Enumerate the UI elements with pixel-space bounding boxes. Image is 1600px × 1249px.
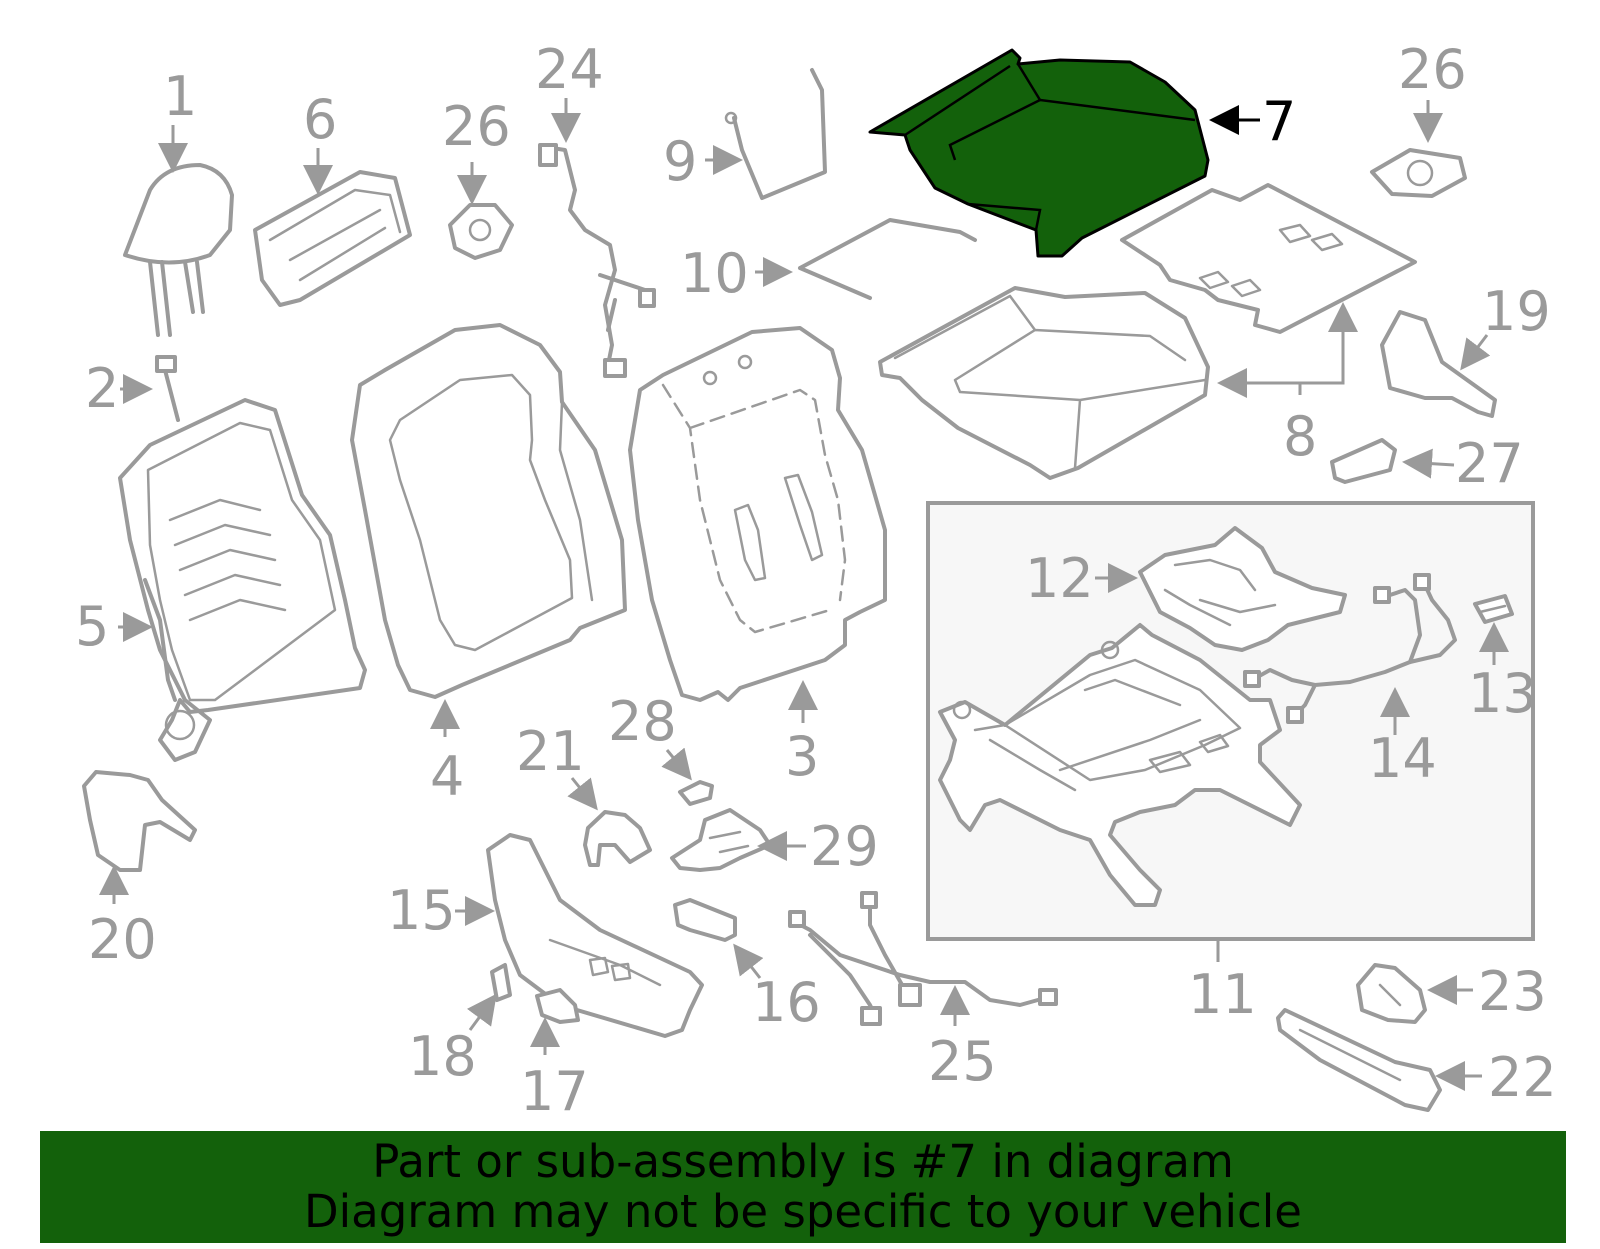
part-22-rail-cover[interactable] — [1276, 1008, 1442, 1112]
callout-18: 18 — [408, 1025, 477, 1088]
part-1-headrest[interactable] — [123, 163, 234, 337]
part-28-clip[interactable] — [678, 780, 714, 806]
callout-12: 12 — [1025, 547, 1094, 610]
callout-29: 29 — [810, 815, 879, 878]
part-4-seatback-cushion[interactable] — [350, 323, 627, 699]
part-7-seat-cushion-pad[interactable] — [868, 48, 1210, 258]
callout-1: 1 — [163, 65, 197, 128]
part-26-motor-left[interactable] — [448, 203, 514, 260]
part-6-back-panel[interactable] — [253, 170, 412, 307]
callout-14: 14 — [1368, 727, 1437, 790]
part-27-clip[interactable] — [1330, 438, 1397, 484]
part-26-motor-right[interactable] — [1370, 148, 1467, 198]
callout-22: 22 — [1488, 1046, 1557, 1109]
part-12-seat-pan[interactable] — [1138, 526, 1347, 652]
part-10-rod[interactable] — [798, 218, 977, 300]
callout-labels: 1 2 3 4 5 6 7 8 9 10 11 12 13 14 15 16 1… — [75, 38, 1557, 1123]
callout-15: 15 — [387, 879, 456, 942]
banner-background — [40, 1131, 1566, 1243]
callout-21: 21 — [516, 720, 585, 783]
banner-line-2: Diagram may not be specific to your vehi… — [304, 1185, 1302, 1238]
part-18-cap[interactable] — [490, 963, 512, 1002]
part-20-bracket[interactable] — [82, 770, 197, 872]
callout-11: 11 — [1188, 963, 1257, 1026]
callout-25: 25 — [928, 1030, 997, 1093]
callout-13: 13 — [1468, 662, 1537, 725]
callout-10: 10 — [680, 242, 749, 305]
part-15-side-shield[interactable] — [486, 833, 704, 1038]
part-5-seatback-frame[interactable] — [118, 398, 367, 762]
part-14-harness[interactable] — [1243, 573, 1457, 724]
part-3-seatback[interactable] — [628, 326, 887, 702]
part-16-switch[interactable] — [673, 898, 737, 942]
part-13-connector[interactable] — [1473, 594, 1514, 624]
callout-24: 24 — [535, 38, 604, 101]
info-banner: Part or sub-assembly is #7 in diagram Di… — [40, 1131, 1566, 1243]
callout-16: 16 — [752, 971, 821, 1034]
callout-26-right: 26 — [1398, 38, 1467, 101]
callout-28: 28 — [608, 690, 677, 753]
callout-4: 4 — [430, 745, 464, 808]
callout-9: 9 — [663, 130, 697, 193]
callout-8: 8 — [1283, 405, 1317, 468]
callout-6: 6 — [303, 88, 337, 151]
part-29-bracket[interactable] — [670, 808, 772, 872]
callout-7: 7 — [1262, 90, 1296, 153]
callout-2: 2 — [85, 357, 119, 420]
callout-27: 27 — [1455, 432, 1524, 495]
banner-line-1: Part or sub-assembly is #7 in diagram — [372, 1135, 1234, 1188]
part-19-trim[interactable] — [1380, 310, 1497, 418]
callout-5: 5 — [75, 595, 109, 658]
leader-lines — [99, 98, 1509, 1091]
callout-19: 19 — [1482, 280, 1551, 343]
callout-23: 23 — [1478, 960, 1547, 1023]
part-24-harness[interactable] — [538, 143, 656, 378]
part-21-cover[interactable] — [583, 810, 652, 867]
callout-17: 17 — [520, 1060, 589, 1123]
part-9-rod[interactable] — [724, 68, 827, 200]
part-17-knob[interactable] — [535, 988, 580, 1024]
part-23-cover[interactable] — [1356, 963, 1427, 1024]
part-11-seat-track[interactable] — [938, 623, 1302, 907]
part-25-harness[interactable] — [788, 891, 1058, 1026]
part-8-seat-cushion[interactable] — [878, 286, 1210, 480]
part-2-bolt[interactable] — [155, 355, 180, 422]
callout-3: 3 — [785, 725, 819, 788]
callout-26-left: 26 — [442, 95, 511, 158]
callout-20: 20 — [88, 908, 157, 971]
part-8-seat-sheet[interactable] — [1120, 183, 1417, 334]
